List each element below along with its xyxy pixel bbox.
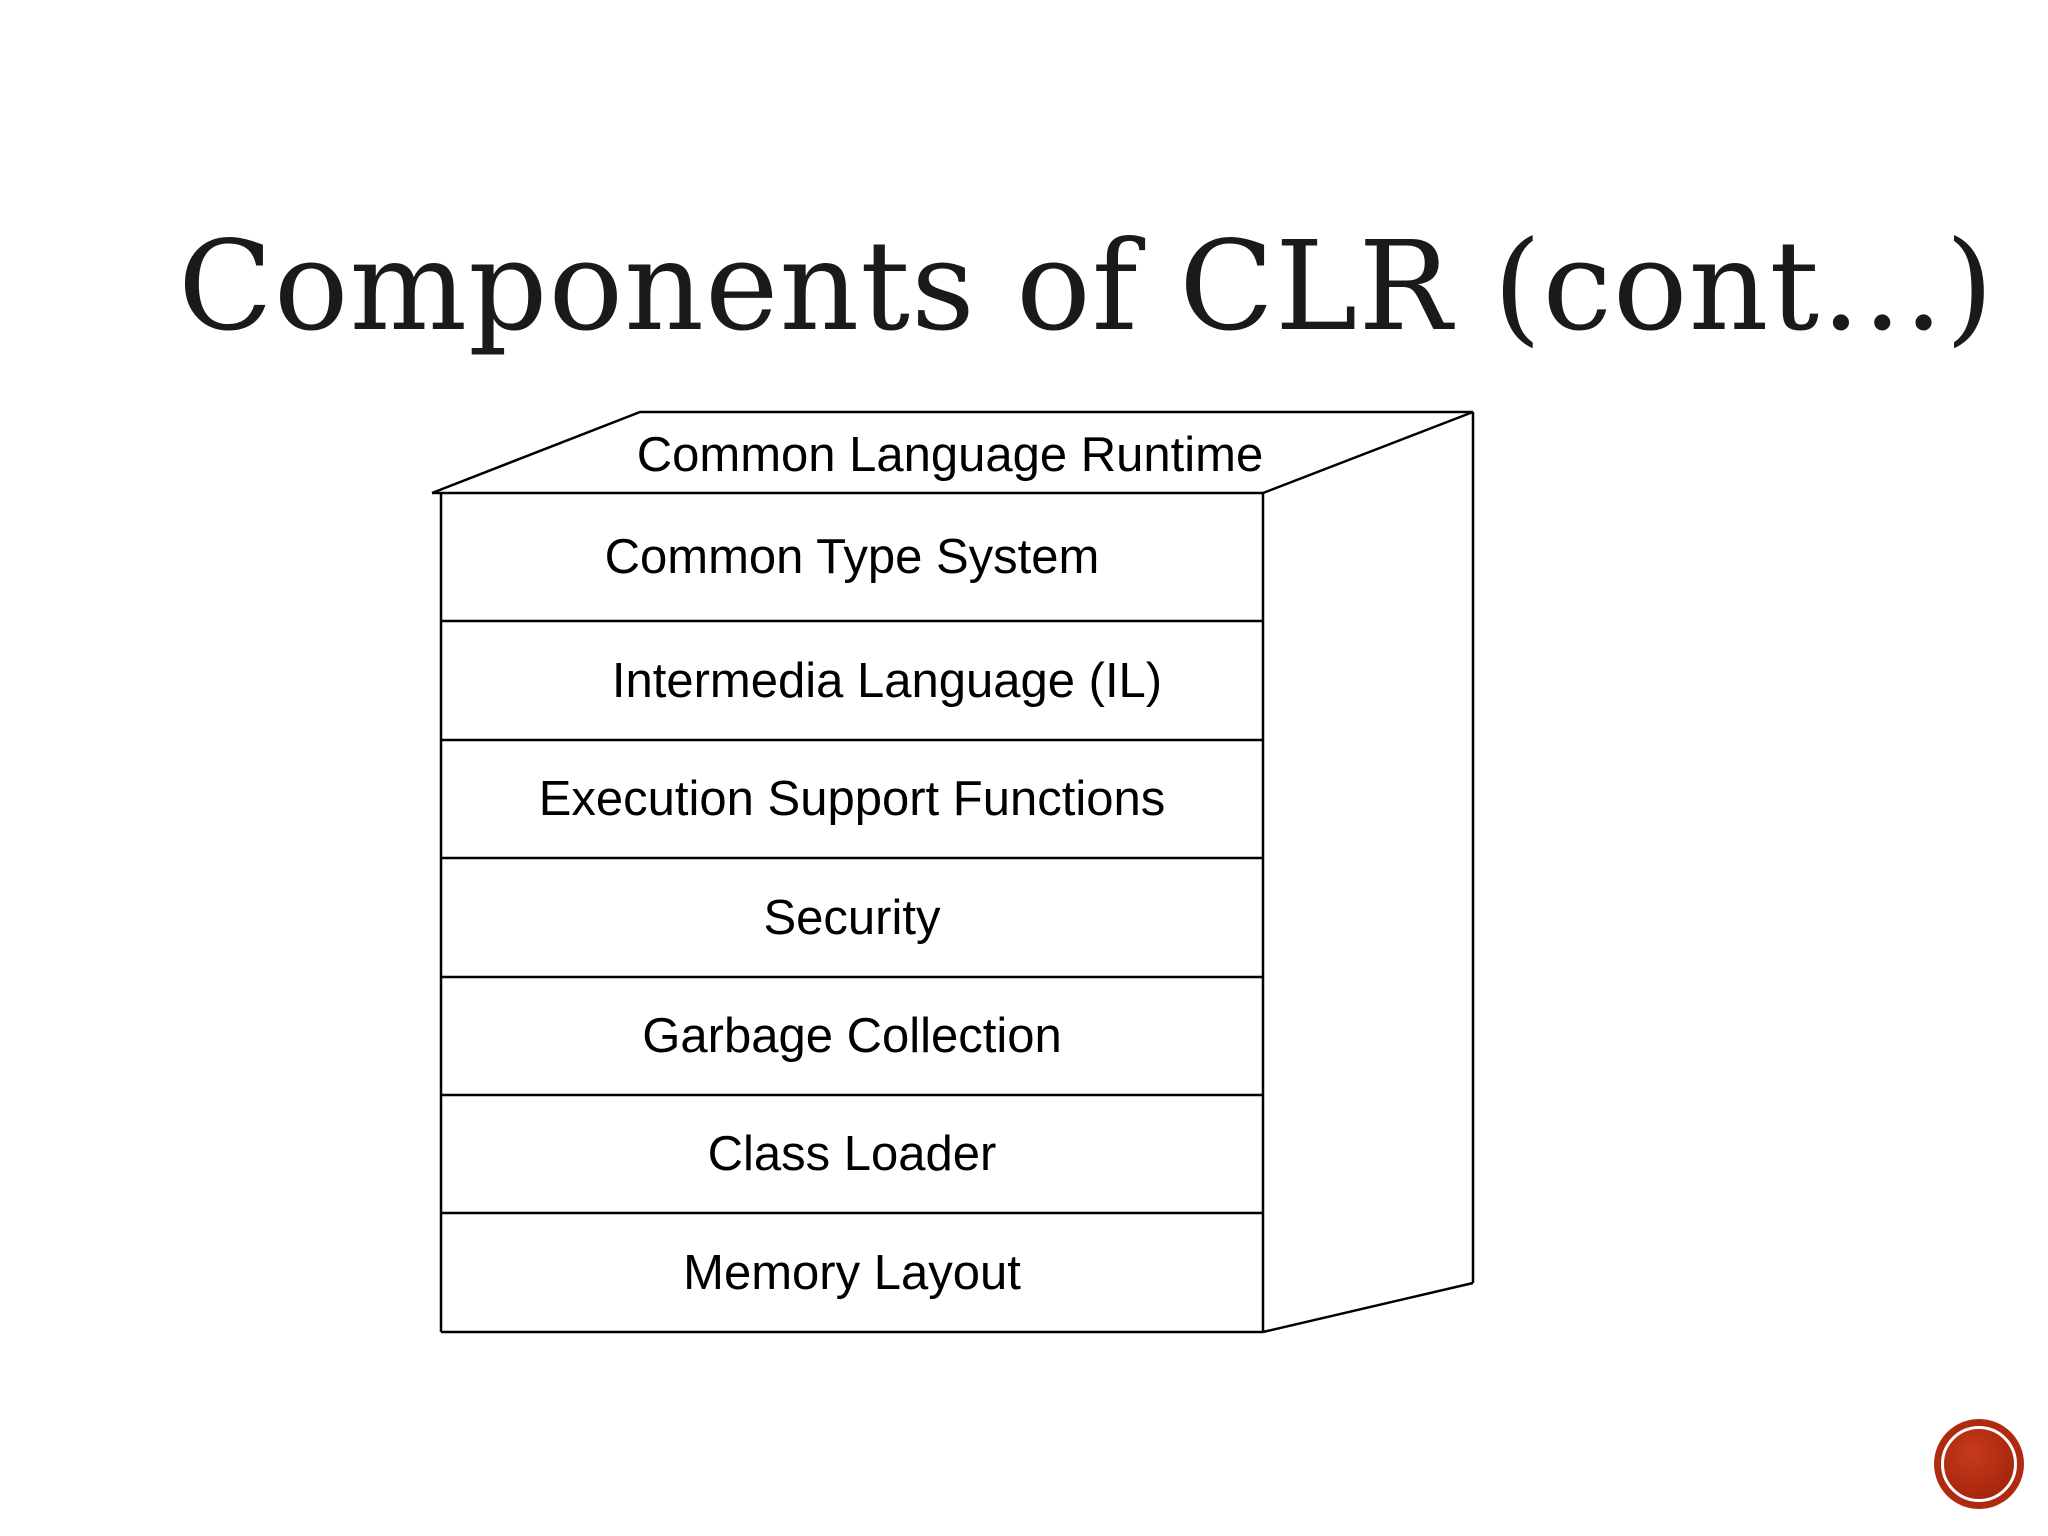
- layer-execution-support-functions: Execution Support Functions: [538, 772, 1166, 826]
- red-circle-button-inner: [1941, 1426, 2017, 1502]
- box-top-face: [431, 410, 1474, 495]
- container-label: Common Language Runtime: [636, 428, 1264, 482]
- layer-intermedia-language: Intermedia Language (IL): [611, 653, 1163, 708]
- layer-class-loader: Class Loader: [707, 1127, 997, 1181]
- layer-memory-layout: Memory Layout: [683, 1245, 1021, 1300]
- layer-security: Security: [763, 890, 941, 945]
- red-circle-button-icon[interactable]: [1937, 1422, 2021, 1506]
- slide-title: Components of CLR (cont…): [178, 215, 1995, 359]
- layer-garbage-collection: Garbage Collection: [642, 1009, 1062, 1063]
- layer-common-type-system: Common Type System: [604, 530, 1100, 584]
- box-right-bottom-edge: [1262, 1281, 1474, 1334]
- layer-dividers: [441, 619, 1263, 1215]
